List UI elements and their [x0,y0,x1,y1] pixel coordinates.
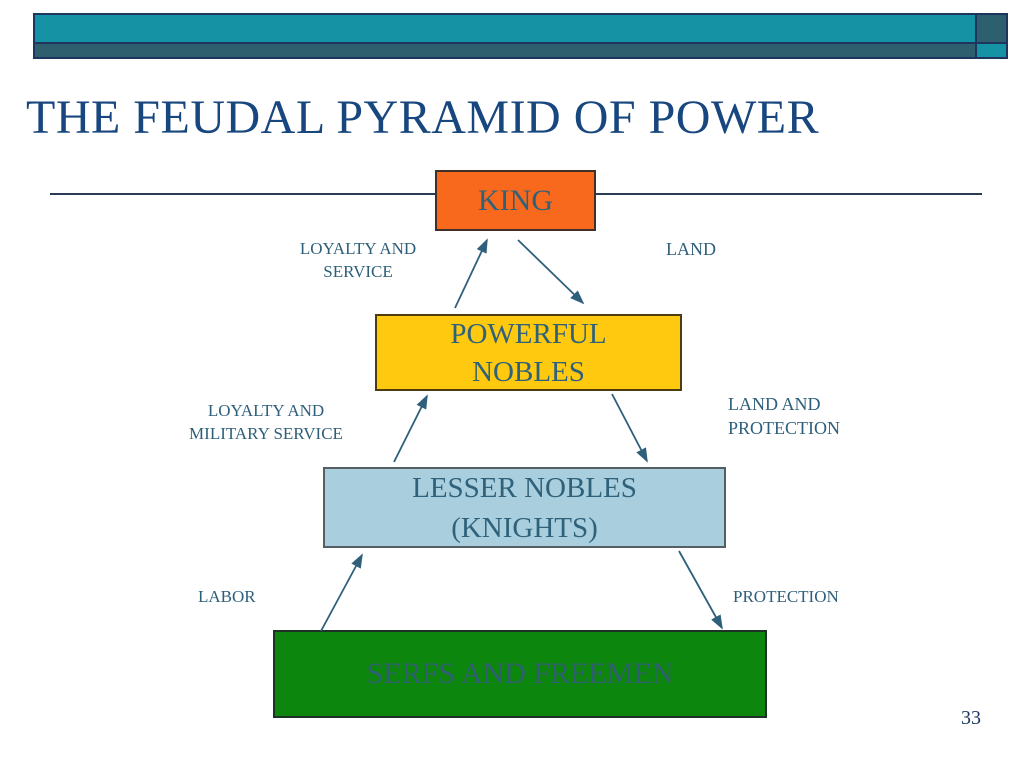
flow-label-protection: PROTECTION [733,587,839,606]
serfs-freemen-label: SERFS AND FREEMEN [366,657,674,690]
flow-label-loyalty-military-service: LOYALTY AND MILITARY SERVICE [189,401,343,443]
page-number: 33 [961,707,981,729]
header-bar-top-end-square [975,13,1008,44]
lesser-nobles-label: LESSER NOBLES (KNIGHTS) [412,471,637,544]
king-box: KING [435,170,596,231]
powerful-nobles-label: POWERFUL NOBLES [450,317,607,388]
page-title: THE FEUDAL PYRAMID OF POWER [26,91,820,144]
arrow-labor-up [320,553,363,632]
header-bar-bottom [33,42,977,59]
header-bar-bottom-end-square [975,42,1008,59]
flow-label-labor: LABOR [198,587,256,606]
header-bar-top [33,13,977,44]
flow-label-land: LAND [666,239,716,259]
flow-label-land-protection: LAND AND PROTECTION [728,394,840,438]
arrow-loyalty-service-up [454,238,488,309]
lesser-nobles-box: LESSER NOBLES (KNIGHTS) [323,467,726,548]
arrow-land-protection-down [611,393,648,463]
serfs-freemen-box: SERFS AND FREEMEN [273,630,767,718]
powerful-nobles-box: POWERFUL NOBLES [375,314,682,391]
flow-label-loyalty-service: LOYALTY AND SERVICE [299,239,417,281]
arrow-protection-down [678,550,723,630]
arrow-land-down [517,239,585,305]
king-label: KING [478,183,553,217]
arrow-loyalty-military-up [393,394,428,463]
